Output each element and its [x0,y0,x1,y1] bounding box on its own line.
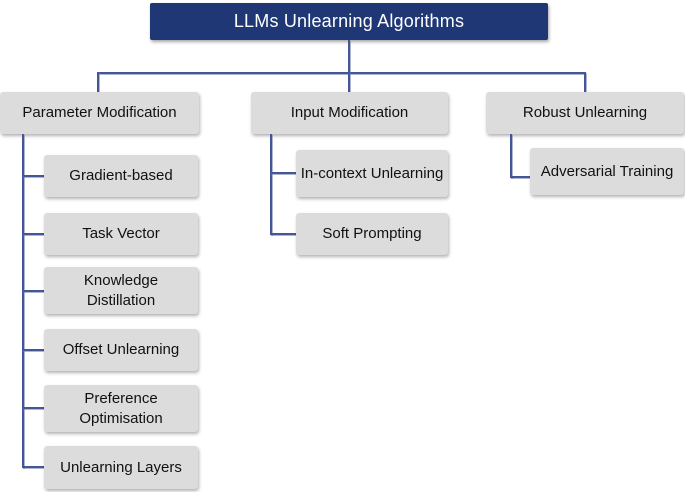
connector-elbow-task-vector [22,233,44,235]
node-in-context-unlearning: In-context Unlearning [296,150,448,197]
connector-elbow-soft-prompting [270,233,296,235]
node-label: In-context Unlearning [300,164,444,182]
connector-elbow-in-context-unlearning [270,172,296,174]
node-label: Soft Prompting [322,225,422,243]
node-label: Input Modification [290,104,409,122]
node-adversarial-training: Adversarial Training [530,148,684,195]
connector-elbow-knowledge-distillation [22,290,44,292]
node-label: Robust Unlearning [522,104,648,122]
node-knowledge-distillation: Knowledge Distillation [44,267,198,314]
connector-robust-unlearning-rail [510,134,512,178]
connector-input-modification-rail [270,134,272,235]
connector-stub-robust-unlearning [584,72,586,93]
connector-root-vertical [348,40,350,72]
node-robust-unlearning: Robust Unlearning [486,92,684,134]
node-label: Preference Optimisation [79,389,163,427]
node-label: Task Vector [82,225,160,243]
connector-elbow-offset-unlearning [22,349,44,351]
node-input-modification: Input Modification [251,92,448,134]
node-soft-prompting: Soft Prompting [296,213,448,255]
node-label: Parameter Modification [22,104,177,122]
connector-stub-input-modification [348,72,350,93]
root-node-label: LLMs Unlearning Algorithms [233,11,465,31]
node-preference-optimisation: Preference Optimisation [44,385,198,432]
node-label: Gradient-based [69,167,173,185]
root-node-llms-unlearning-algorithms: LLMs Unlearning Algorithms [150,3,548,40]
node-parameter-modification: Parameter Modification [0,92,199,134]
node-label: Knowledge Distillation [83,271,159,309]
node-task-vector: Task Vector [44,213,198,255]
connector-stub-parameter-modification [97,72,99,93]
node-label: Adversarial Training [540,162,674,180]
node-offset-unlearning: Offset Unlearning [44,329,198,371]
node-label: Offset Unlearning [62,341,180,359]
node-gradient-based: Gradient-based [44,155,198,197]
connector-elbow-unlearning-layers [22,466,44,468]
connector-top-rail [97,72,585,74]
connector-elbow-gradient-based [22,175,44,177]
node-label: Unlearning Layers [60,458,182,476]
connector-parameter-modification-rail [22,134,24,468]
connector-elbow-preference-optimisation [22,407,44,409]
node-unlearning-layers: Unlearning Layers [44,446,198,489]
connector-elbow-adversarial-training [510,176,530,178]
